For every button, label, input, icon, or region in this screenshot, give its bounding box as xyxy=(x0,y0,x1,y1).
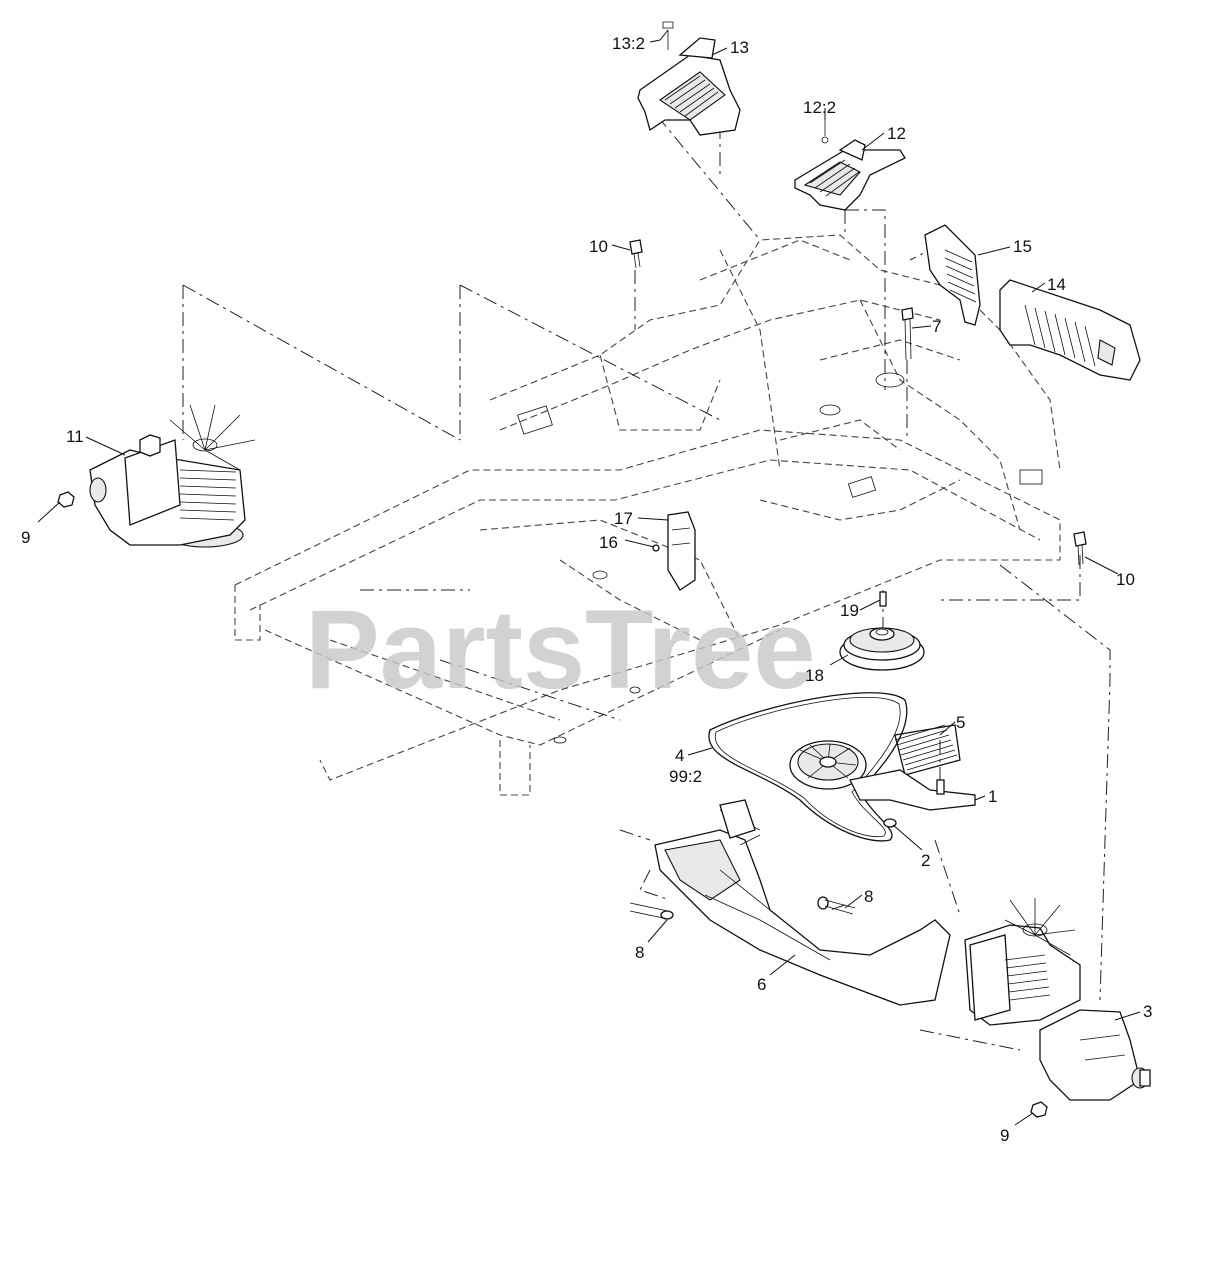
callout-15: 15 xyxy=(1013,237,1032,256)
nut-9-left[interactable] xyxy=(57,491,75,508)
callout-12-2: 12:2 xyxy=(803,98,836,117)
part-12-cover[interactable] xyxy=(794,120,906,211)
bolt-10-right[interactable] xyxy=(1073,531,1087,566)
pin-8-left[interactable] xyxy=(629,902,674,920)
callout-9-left: 9 xyxy=(21,528,30,547)
callout-17: 17 xyxy=(614,509,633,528)
callout-7: 7 xyxy=(932,317,941,336)
nut-9-right[interactable] xyxy=(1030,1101,1048,1118)
part-19-key[interactable] xyxy=(879,591,887,607)
part-11-hydro-pump[interactable] xyxy=(89,404,256,548)
callout-11: 11 xyxy=(66,427,84,446)
part-17-plate[interactable] xyxy=(667,511,696,591)
callout-2: 2 xyxy=(921,851,930,870)
part-15-shield[interactable] xyxy=(924,224,981,326)
callout-16: 16 xyxy=(599,533,618,552)
callout-8-left: 8 xyxy=(635,943,644,962)
leader-lines xyxy=(37,29,1141,1126)
callout-9-right: 9 xyxy=(1000,1126,1009,1145)
callout-13-2: 13:2 xyxy=(612,34,645,53)
part-16-screw[interactable] xyxy=(652,544,660,552)
callout-labels: 13:2 13 12:2 12 10 15 14 7 11 9 17 16 10… xyxy=(21,34,1152,1145)
callout-10-top: 10 xyxy=(589,237,608,256)
callout-6: 6 xyxy=(757,975,766,994)
callout-1: 1 xyxy=(988,787,997,806)
part-4-belt[interactable] xyxy=(708,692,908,842)
callout-13: 13 xyxy=(730,38,749,57)
part-1-idler-arm[interactable] xyxy=(789,740,976,811)
callout-14: 14 xyxy=(1047,275,1066,294)
watermark: PartsTree xyxy=(305,587,816,712)
part-5-spring[interactable] xyxy=(894,724,961,776)
alignment-lines xyxy=(182,94,1111,1051)
callout-8-right: 8 xyxy=(864,887,873,906)
callout-10-right: 10 xyxy=(1116,570,1135,589)
frame-phantom xyxy=(234,234,1061,796)
bolt-7[interactable] xyxy=(901,307,914,361)
part-18-pulley[interactable] xyxy=(839,627,925,671)
bolt-10-top[interactable] xyxy=(629,239,643,269)
callout-18: 18 xyxy=(805,666,824,685)
part-3-hydro-pump[interactable] xyxy=(964,898,1151,1101)
callout-4: 4 xyxy=(675,746,684,765)
callout-19: 19 xyxy=(840,601,859,620)
callout-3: 3 xyxy=(1143,1002,1152,1021)
callout-99-2: 99:2 xyxy=(669,767,702,786)
part-13-cover[interactable] xyxy=(637,21,741,136)
part-14-shield[interactable] xyxy=(999,279,1141,381)
part-6-support[interactable] xyxy=(654,799,951,1006)
callout-12: 12 xyxy=(887,124,906,143)
pin-8-right[interactable] xyxy=(817,896,856,915)
callout-5: 5 xyxy=(956,713,965,732)
